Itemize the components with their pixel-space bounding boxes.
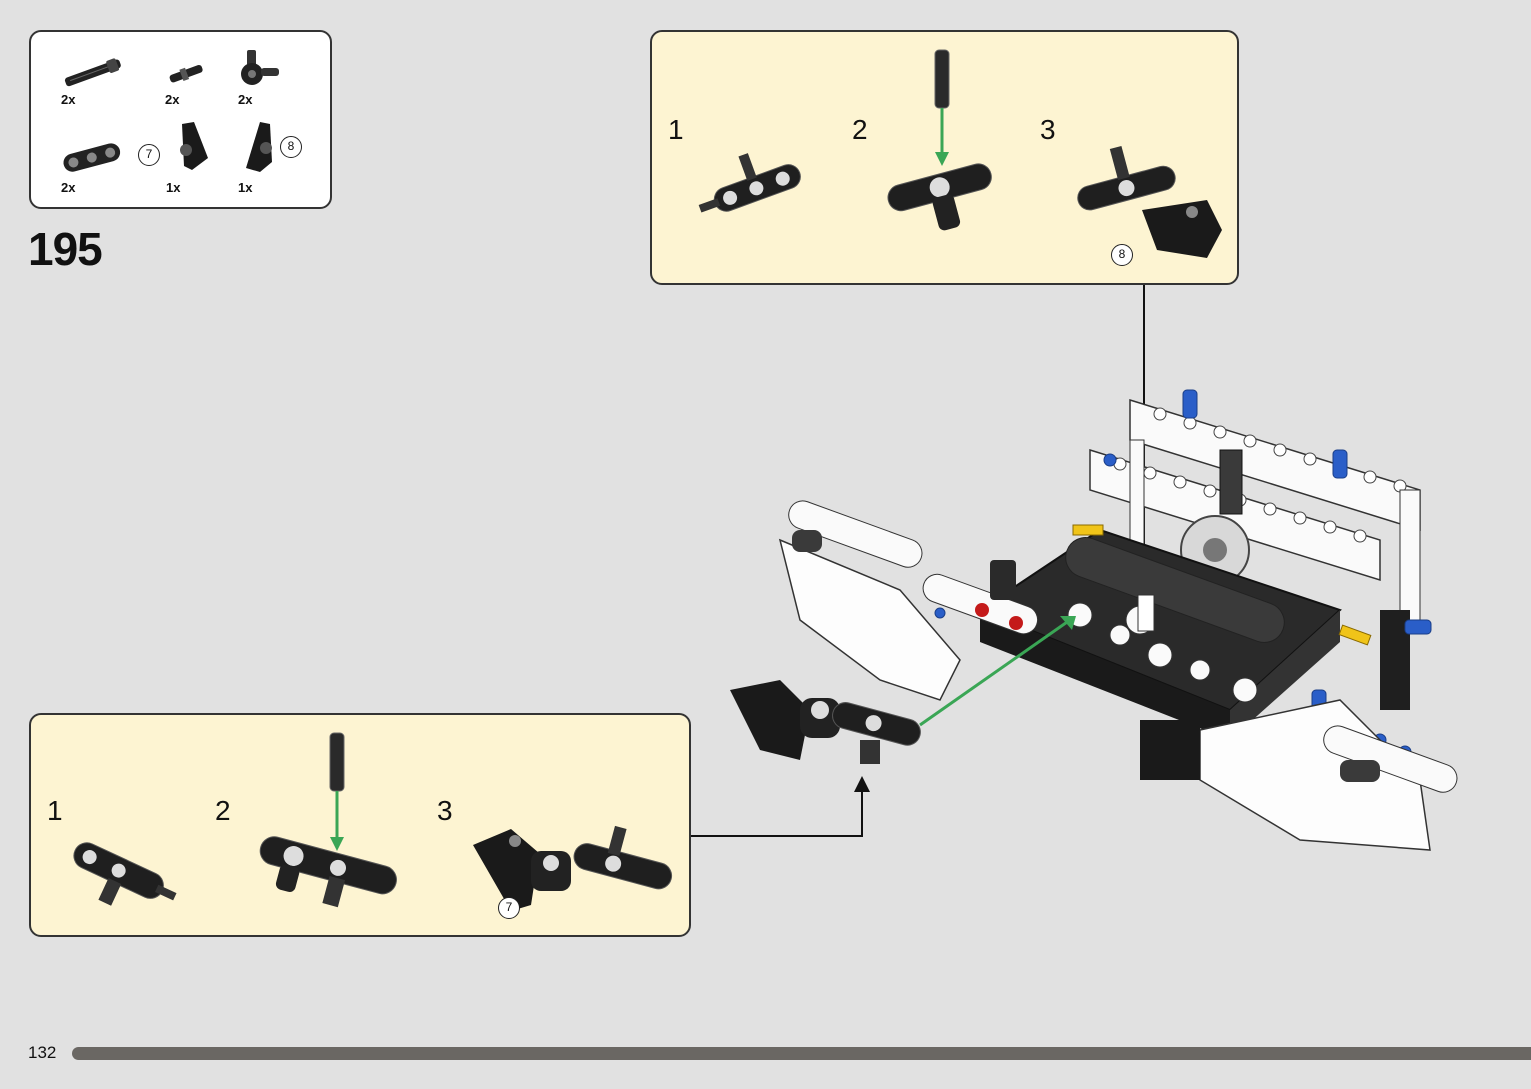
white-beam-frame [1089, 398, 1421, 710]
green-arrow-head [1060, 616, 1076, 630]
sub-step-3: 3 [1040, 114, 1056, 145]
main-model-illustration [730, 389, 1458, 851]
part-qty: 2x [238, 92, 253, 107]
part-qty: 1x [238, 180, 253, 195]
black-chassis [977, 528, 1342, 740]
yellow-axle [1338, 624, 1372, 646]
yellow-axle [1072, 524, 1104, 536]
substep-3-assembly-icon [473, 825, 673, 911]
step-number: 195 [28, 223, 103, 275]
callout-7: 7 [138, 144, 160, 166]
part-black-panel-8: 8 1x [236, 118, 306, 195]
sub-step-1: 1 [668, 114, 684, 145]
substep-1-assembly-icon [73, 842, 177, 906]
sub-step-1: 1 [47, 795, 63, 826]
right-white-body [1140, 699, 1458, 851]
axle-pin-icon [169, 64, 203, 83]
callout-7: 7 [498, 897, 520, 919]
sub-step-3: 3 [437, 795, 453, 826]
part-qty: 2x [165, 92, 180, 107]
top-subassembly-box: 1 2 3 8 [650, 30, 1239, 285]
progress-bar [72, 1047, 1531, 1060]
substep-2-assembly-icon [887, 49, 992, 231]
bottom-subassembly-box: 1 2 3 7 [29, 713, 691, 937]
left-white-body [778, 500, 1039, 701]
up-arrow-icon [854, 776, 870, 792]
part-qty: 2x [61, 92, 76, 107]
green-arrow-line [919, 618, 1071, 727]
part-double-pin-connector: 2x [59, 136, 129, 206]
dark-axle [1219, 449, 1243, 515]
incoming-subassembly [730, 680, 921, 764]
panel-icon [180, 122, 208, 170]
bottom-connector-line [691, 784, 863, 837]
double-connector-icon [63, 143, 121, 172]
panel-icon [246, 122, 272, 172]
sub-step-2: 2 [215, 795, 231, 826]
part-qty: 1x [166, 180, 181, 195]
axle-connector-icon [64, 58, 121, 87]
part-axle-pin-connector: 2x [236, 44, 306, 114]
part-black-panel-7: 7 1x [138, 118, 234, 195]
page-number: 132 [28, 1043, 57, 1062]
substep-3-assembly-icon [1077, 145, 1222, 258]
part-axle-connector: 2x [59, 48, 129, 118]
substep-2-assembly-icon [259, 732, 397, 908]
pin-connector-icon [241, 50, 279, 85]
substep-1-assembly-icon [698, 153, 801, 213]
callout-8: 8 [1111, 244, 1133, 266]
callout-8: 8 [280, 136, 302, 158]
part-short-axle-pin: 2x [163, 48, 233, 118]
part-qty: 2x [61, 180, 76, 195]
sub-step-2: 2 [852, 114, 868, 145]
parts-list-box: 2x 2x 2x 2x [29, 30, 332, 209]
